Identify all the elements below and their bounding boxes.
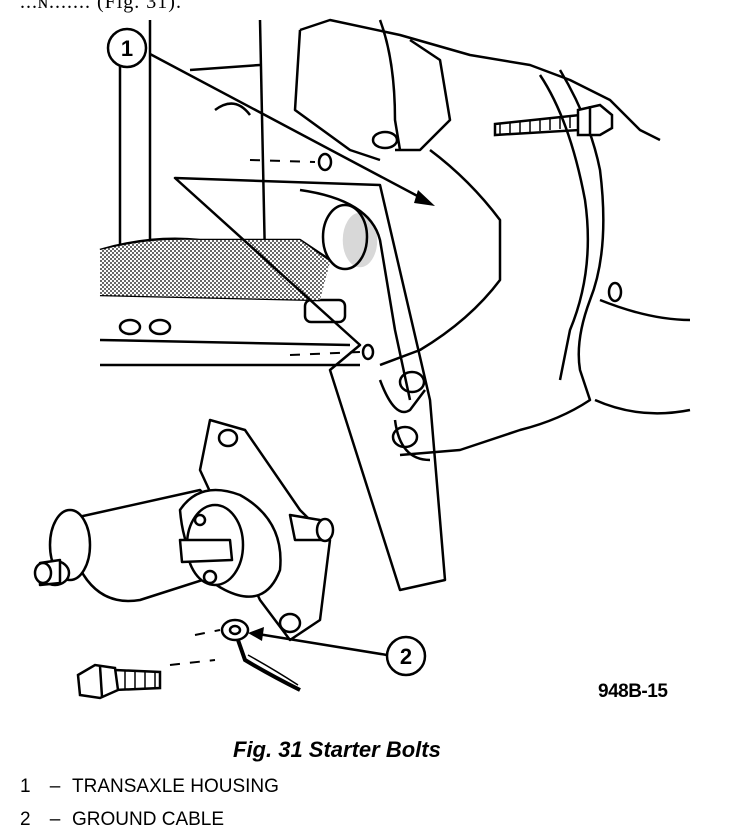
callout-1-label: 1: [121, 36, 133, 61]
callout-2-label: 2: [400, 644, 412, 669]
legend: 1–TRANSAXLE HOUSING 2–GROUND CABLE: [20, 770, 279, 836]
figure-code: 948B-15: [598, 681, 668, 702]
figure-caption: Fig. 31 Starter Bolts: [233, 737, 441, 762]
legend-separator: –: [49, 809, 61, 830]
callout-1: 1: [106, 27, 435, 206]
ground-cable: [220, 618, 301, 692]
legend-item: 1–TRANSAXLE HOUSING: [20, 770, 279, 803]
legend-separator: –: [49, 776, 61, 797]
oil-pan-shading: [100, 239, 330, 300]
upper-starter-bolt: [493, 103, 614, 137]
clipped-header-text: ...ɴ....... (Fig. 31).: [20, 0, 182, 13]
bolt-alignment-lines: [169, 159, 361, 666]
lower-starter-bolt: [76, 663, 162, 700]
legend-number: 1: [20, 776, 31, 797]
legend-item: 2–GROUND CABLE: [20, 803, 279, 836]
starter-bolts-illustration: 1 2: [33, 18, 691, 700]
mounting-plate: [173, 152, 447, 592]
engine-block: [99, 19, 360, 367]
legend-text: GROUND CABLE: [72, 809, 225, 830]
legend-text: TRANSAXLE HOUSING: [72, 776, 279, 797]
legend-number: 2: [20, 809, 31, 830]
callout-2: 2: [248, 627, 427, 677]
starter-motor: [33, 418, 335, 642]
transaxle-housing: [293, 18, 691, 457]
